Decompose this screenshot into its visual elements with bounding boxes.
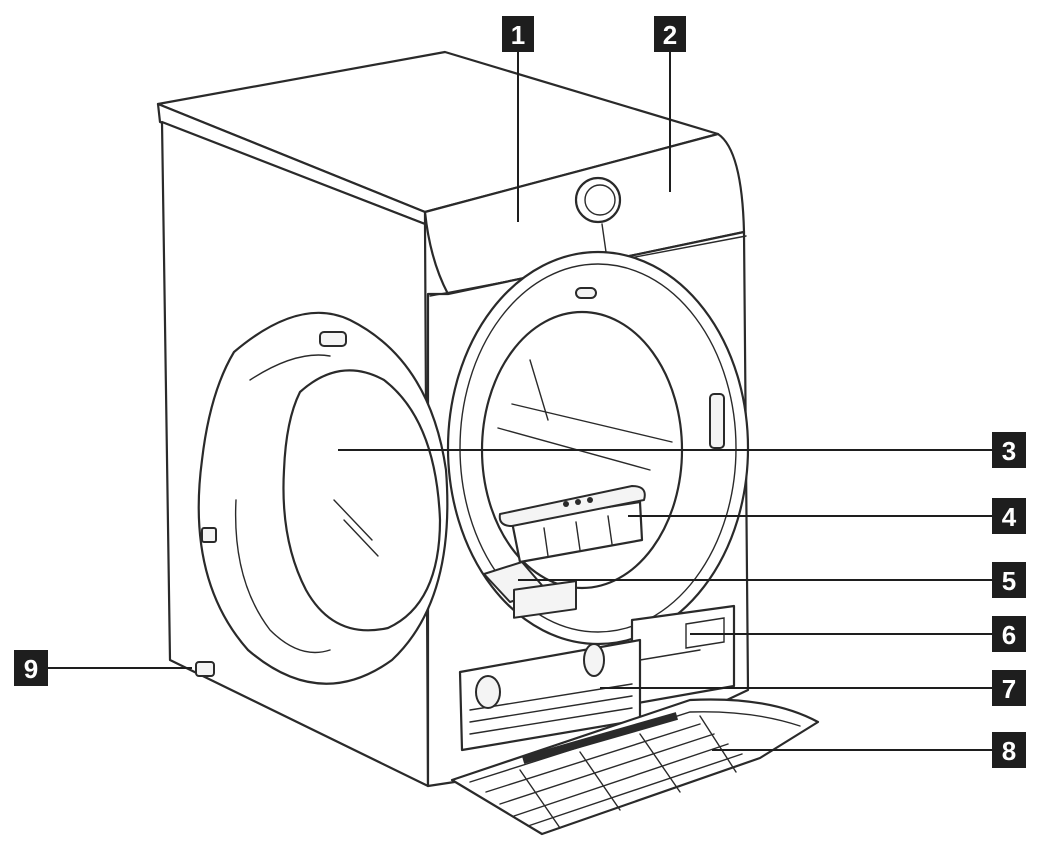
locking-lever-right (583, 643, 605, 677)
callout-7-label: 7 (1002, 674, 1016, 704)
filter-handle (498, 485, 646, 527)
callout-1: 1 (502, 16, 534, 52)
callout-6-label: 6 (1002, 620, 1016, 650)
panel-divider (601, 223, 607, 253)
door-latch-slot (575, 287, 597, 299)
exchanger-rib-3 (469, 707, 633, 735)
callout-9-label: 9 (24, 654, 38, 684)
leader-lines (48, 50, 992, 751)
exchanger-rib-2 (469, 695, 633, 723)
adjustable-foot (195, 661, 215, 677)
filter-rib-2 (575, 521, 581, 551)
flap-inner-edge (469, 711, 801, 783)
program-knob (574, 176, 622, 224)
drum-rib-1 (511, 403, 673, 443)
flap-seal (521, 712, 679, 764)
callout-4: 4 (992, 498, 1026, 534)
door-inner-rim (234, 354, 331, 654)
water-container-handle (685, 617, 725, 649)
callout-5: 5 (992, 562, 1026, 598)
callout-8-label: 8 (1002, 736, 1016, 766)
drum-rib-3 (529, 359, 549, 421)
callout-5-label: 5 (1002, 566, 1016, 596)
filter-rib-1 (543, 527, 549, 557)
callout-2: 2 (654, 16, 686, 52)
heat-exchanger-grille (513, 580, 577, 619)
callout-1-label: 1 (511, 20, 525, 50)
door-latch (319, 331, 347, 347)
glass-reflection-1 (333, 499, 373, 541)
callout-9: 9 (14, 650, 48, 686)
callout-4-label: 4 (1002, 502, 1017, 532)
callout-6: 6 (992, 616, 1026, 652)
callout-3: 3 (992, 432, 1026, 468)
door-ring-inner (459, 263, 737, 633)
callout-2-label: 2 (663, 20, 677, 50)
locking-lever-left (475, 675, 501, 709)
callout-7: 7 (992, 670, 1026, 706)
water-container-recess (630, 604, 736, 706)
program-knob-inner (584, 184, 616, 216)
filter-dot-3 (587, 497, 593, 503)
filter-dot-1 (563, 501, 569, 507)
filter-rib-3 (607, 515, 613, 545)
door-assembly (197, 311, 449, 685)
callout-3-label: 3 (1002, 436, 1016, 466)
door-glass (282, 369, 442, 632)
dryer-illustration (156, 50, 820, 836)
filter-assembly (498, 485, 646, 564)
water-container-line (639, 649, 701, 661)
door-hinge-mark (201, 527, 217, 543)
filter-dot-2 (575, 499, 581, 505)
heat-exchanger-flap (450, 698, 820, 836)
glass-reflection-2 (343, 519, 379, 557)
ring-vent-slot (709, 393, 725, 449)
callout-8: 8 (992, 732, 1026, 768)
flap-mesh (485, 715, 743, 829)
